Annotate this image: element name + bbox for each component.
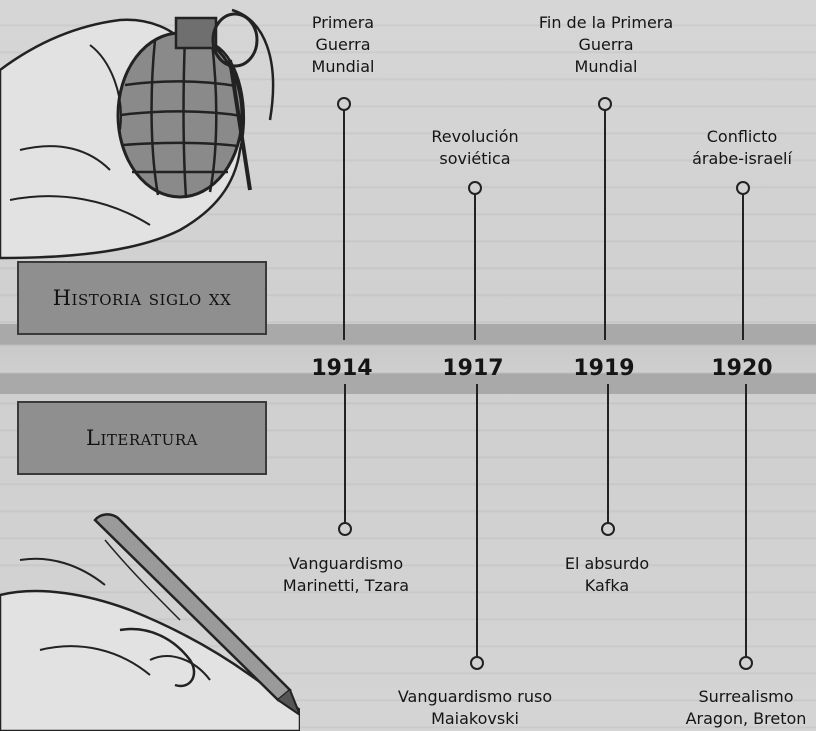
history-node-1920 xyxy=(736,181,750,195)
literature-stem-1920 xyxy=(745,384,747,663)
literature-node-1917 xyxy=(470,656,484,670)
caption-line: Marinetti, Tzara xyxy=(282,576,410,595)
literature-stem-1917 xyxy=(476,384,478,663)
literature-event-1919: El absurdo Kafka xyxy=(512,553,702,597)
caption-line: Fin de la Primera xyxy=(538,13,674,32)
history-event-1919: Fin de la Primera Guerra Mundial xyxy=(511,12,701,78)
year-1917: 1917 xyxy=(442,356,504,381)
caption-line: Conflicto xyxy=(706,127,778,146)
history-node-1917 xyxy=(468,181,482,195)
caption-line: Vanguardismo xyxy=(288,554,404,573)
year-1914: 1914 xyxy=(311,356,373,381)
pen-hand-illustration xyxy=(0,513,300,731)
literature-node-1920 xyxy=(739,656,753,670)
history-event-1920: Conflicto árabe-israelí xyxy=(647,126,816,170)
caption-line: Maiakovski xyxy=(431,709,519,728)
literature-node-1914 xyxy=(338,522,352,536)
caption-line: Vanguardismo ruso xyxy=(397,687,553,706)
literature-event-1914: Vanguardismo Marinetti, Tzara xyxy=(251,553,441,597)
history-stem-1917 xyxy=(474,188,476,340)
literature-stem-1914 xyxy=(344,384,346,529)
history-stem-1914 xyxy=(343,104,345,340)
caption-line: Kafka xyxy=(584,576,630,595)
history-event-1917: Revolución soviética xyxy=(380,126,570,170)
timeline-band xyxy=(0,324,816,394)
caption-line: Guerra xyxy=(315,35,371,54)
caption-line: Mundial xyxy=(311,57,375,76)
caption-line: Revolución xyxy=(431,127,519,146)
caption-line: Primera xyxy=(311,13,375,32)
year-1919: 1919 xyxy=(573,356,635,381)
year-1920: 1920 xyxy=(711,356,773,381)
historia-siglo-xx-label: Historia siglo xx xyxy=(17,261,267,335)
literature-node-1919 xyxy=(601,522,615,536)
literature-event-1920: Surrealismo Aragon, Breton xyxy=(676,686,816,730)
literature-event-1917: Vanguardismo ruso Maiakovski xyxy=(380,686,570,730)
caption-line: soviética xyxy=(439,149,511,168)
literatura-label: Literatura xyxy=(17,401,267,475)
caption-line: El absurdo xyxy=(564,554,650,573)
history-event-1914: Primera Guerra Mundial xyxy=(248,12,438,78)
caption-line: Mundial xyxy=(574,57,638,76)
history-stem-1919 xyxy=(604,104,606,340)
caption-line: árabe-israelí xyxy=(692,149,792,168)
literature-stem-1919 xyxy=(607,384,609,529)
history-node-1914 xyxy=(337,97,351,111)
history-node-1919 xyxy=(598,97,612,111)
grenade-hand-illustration xyxy=(0,8,275,260)
caption-line: Aragon, Breton xyxy=(685,709,807,728)
caption-line: Guerra xyxy=(578,35,634,54)
caption-line: Surrealismo xyxy=(698,687,794,706)
history-stem-1920 xyxy=(742,188,744,340)
